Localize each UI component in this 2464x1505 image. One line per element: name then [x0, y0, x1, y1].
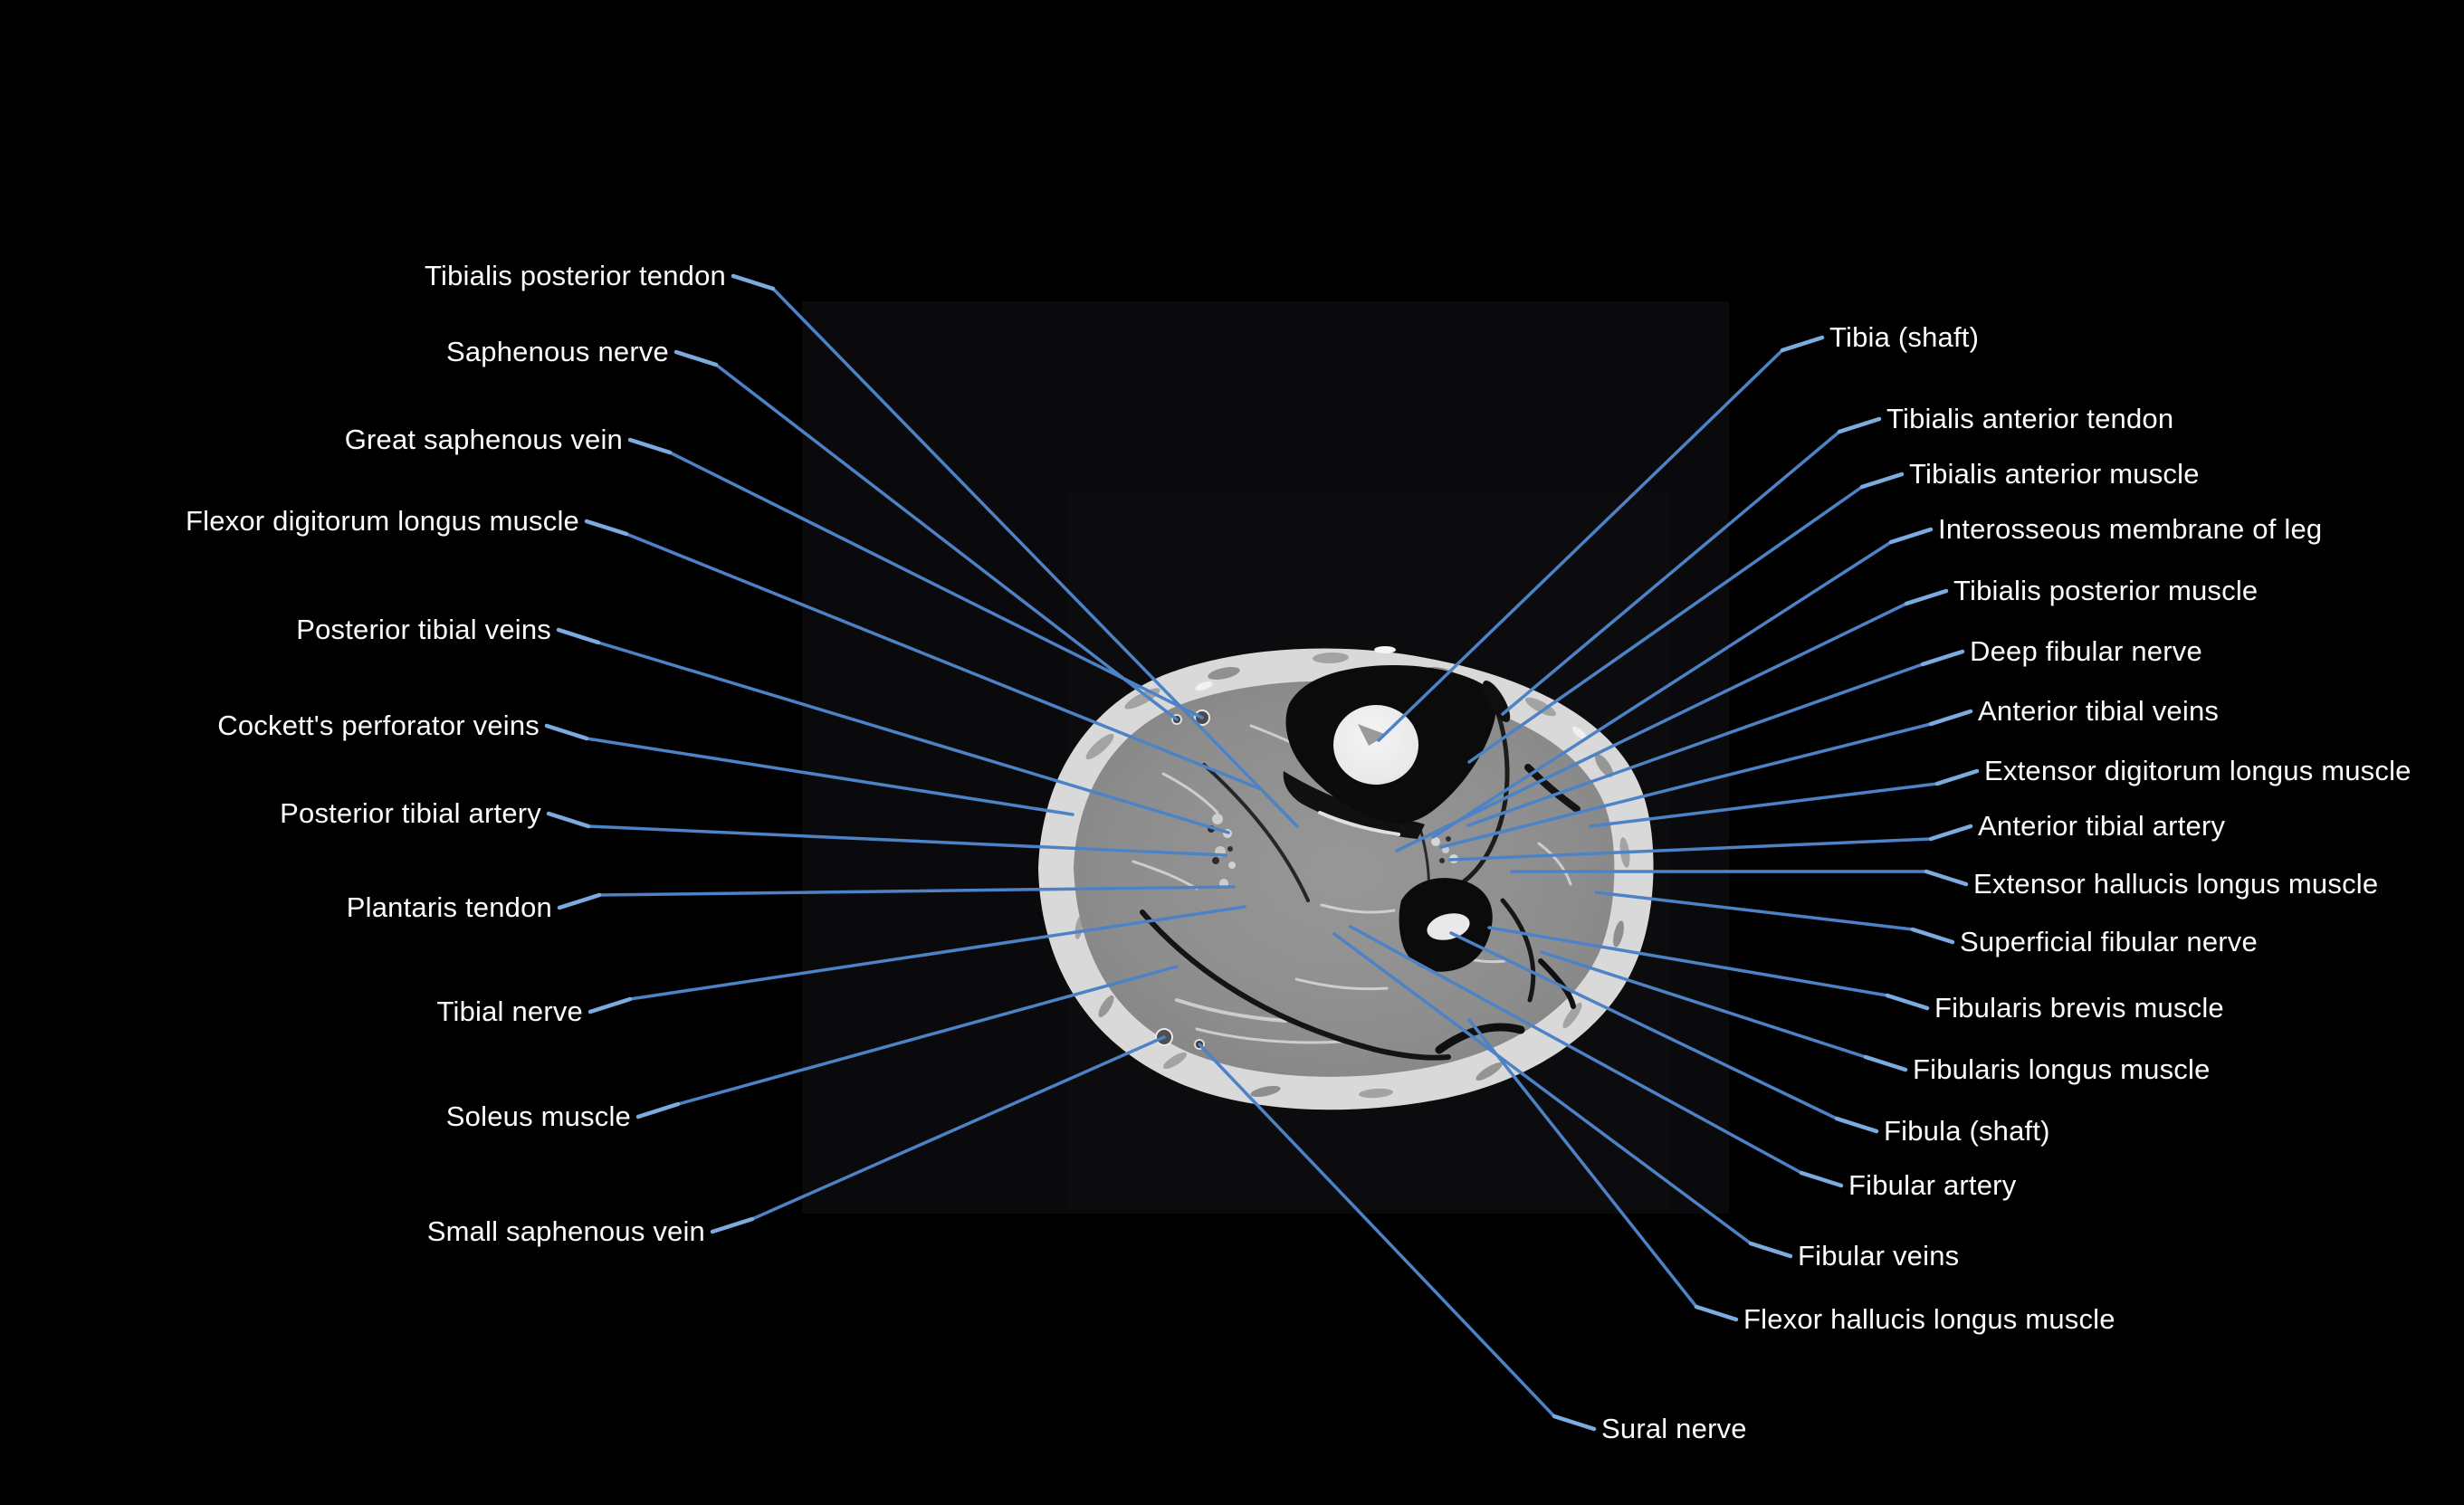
tibia-marrow-notch [1358, 724, 1387, 746]
leader-tick-sural-nerve [1552, 1414, 1597, 1432]
label-tibialis-posterior-muscle: Tibialis posterior muscle [1953, 574, 2259, 606]
leg-cross-section [1038, 646, 1654, 1110]
leader-tick-tibialis-anterior-tendon [1837, 416, 1882, 434]
label-small-saphenous-vein: Small saphenous vein [426, 1214, 705, 1247]
leader-tick-tibialis-posterior-muscle [1904, 588, 1949, 606]
leader-tick-soleus-muscle [635, 1101, 681, 1119]
label-tibialis-posterior-tendon: Tibialis posterior tendon [425, 259, 726, 291]
leader-tick-flexor-hallucis-longus-muscle [1694, 1304, 1739, 1322]
leader-tick-fibularis-longus-muscle [1863, 1054, 1908, 1072]
label-tibialis-anterior-muscle: Tibialis anterior muscle [1909, 457, 2200, 490]
leader-tick-fibular-artery [1799, 1170, 1844, 1188]
leader-tick-superficial-fibular-nerve [1910, 927, 1955, 945]
leader-tick-extensor-digitorum-longus-muscle [1934, 768, 1980, 786]
label-deep-fibular-nerve: Deep fibular nerve [1970, 634, 2202, 667]
label-cocketts-perforator-veins: Cockett's perforator veins [217, 709, 540, 741]
label-tibia-shaft: Tibia (shaft) [1829, 320, 1980, 353]
muscle-bulk [1074, 681, 1615, 1077]
leader-tick-posterior-tibial-artery [546, 811, 591, 829]
leader-tick-deep-fibular-nerve [1920, 649, 1965, 667]
leader-tick-saphenous-nerve [673, 349, 719, 367]
label-flexor-digitorum-longus-muscle: Flexor digitorum longus muscle [185, 504, 579, 537]
label-fibular-veins: Fibular veins [1798, 1239, 1960, 1272]
label-plantaris-tendon: Plantaris tendon [346, 891, 552, 923]
fat-texture [1074, 646, 1630, 1099]
leader-tick-cocketts-perforator-veins [544, 723, 589, 741]
label-posterior-tibial-veins: Posterior tibial veins [296, 613, 551, 645]
leader-tick-tibialis-anterior-muscle [1859, 472, 1905, 490]
leader-lines [544, 273, 1980, 1432]
leader-tick-extensor-hallucis-longus-muscle [1924, 869, 1969, 887]
label-superficial-fibular-nerve: Superficial fibular nerve [1960, 925, 2258, 957]
leader-tick-anterior-tibial-artery [1928, 824, 1973, 842]
label-fibular-artery: Fibular artery [1848, 1168, 2017, 1201]
leader-tick-fibula-shaft [1834, 1116, 1879, 1134]
label-anterior-tibial-veins: Anterior tibial veins [1978, 694, 2220, 727]
tibia-marrow [1333, 705, 1418, 785]
leader-tick-tibialis-posterior-tendon [731, 273, 776, 291]
leader-tick-tibial-nerve [587, 996, 633, 1014]
leader-tick-fibularis-brevis-muscle [1885, 993, 1930, 1011]
label-interosseous-membrane-of-leg: Interosseous membrane of leg [1938, 512, 2323, 545]
label-saphenous-nerve: Saphenous nerve [445, 335, 669, 367]
label-flexor-hallucis-longus-muscle: Flexor hallucis longus muscle [1743, 1302, 2115, 1335]
fibula-marrow [1427, 913, 1470, 940]
leader-tick-plantaris-tendon [557, 892, 602, 910]
label-extensor-digitorum-longus-muscle: Extensor digitorum longus muscle [1984, 754, 2411, 786]
label-tibial-nerve: Tibial nerve [436, 995, 583, 1027]
label-great-saphenous-vein: Great saphenous vein [344, 423, 623, 455]
label-extensor-hallucis-longus-muscle: Extensor hallucis longus muscle [1973, 867, 2379, 900]
label-fibularis-longus-muscle: Fibularis longus muscle [1913, 1053, 2211, 1085]
label-posterior-tibial-artery: Posterior tibial artery [280, 796, 541, 829]
leader-tick-anterior-tibial-veins [1928, 709, 1973, 727]
label-fibularis-brevis-muscle: Fibularis brevis muscle [1934, 991, 2224, 1024]
leader-tick-small-saphenous-vein [710, 1216, 755, 1234]
leader-tick-tibia-shaft [1780, 335, 1825, 353]
leader-tick-posterior-tibial-veins [556, 627, 601, 645]
leader-tick-great-saphenous-vein [627, 437, 673, 455]
leader-tick-flexor-digitorum-longus-muscle [584, 519, 629, 537]
label-tibialis-anterior-tendon: Tibialis anterior tendon [1886, 402, 2174, 434]
label-anterior-tibial-artery: Anterior tibial artery [1978, 809, 2226, 842]
fibula [1399, 878, 1493, 972]
label-soleus-muscle: Soleus muscle [445, 1100, 631, 1132]
leader-tick-interosseous-membrane-of-leg [1888, 527, 1934, 545]
label-sural-nerve: Sural nerve [1601, 1412, 1747, 1444]
tibia [1285, 664, 1496, 824]
leader-tick-fibular-veins [1748, 1241, 1793, 1259]
label-fibula-shaft: Fibula (shaft) [1884, 1114, 2050, 1147]
